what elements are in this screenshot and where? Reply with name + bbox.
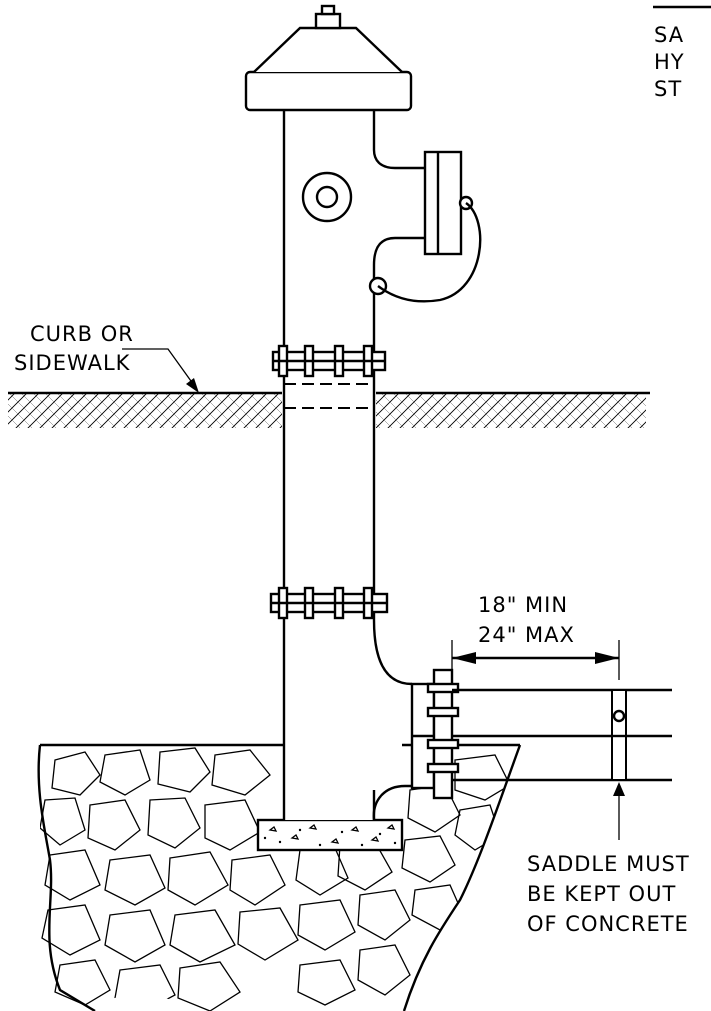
hydrant-barrel xyxy=(282,110,376,820)
min-dimension-label: 18" MIN xyxy=(478,593,568,617)
curb-label-line-1: CURB OR xyxy=(30,322,134,346)
max-dimension-label: 24" MAX xyxy=(478,623,575,647)
saddle-callout: SADDLE MUST BE KEPT OUT OF CONCRETE xyxy=(527,782,690,936)
curb-callout: CURB OR SIDEWALK xyxy=(14,322,199,393)
note-block: SA HY ST xyxy=(653,5,711,101)
note-line-1: SA xyxy=(654,23,684,47)
pumper-nozzle xyxy=(301,149,482,303)
curb-label-line-2: SIDEWALK xyxy=(14,351,131,375)
saddle-label-line-3: OF CONCRETE xyxy=(527,912,689,936)
lateral-pipe xyxy=(452,688,672,782)
saddle-label-line-2: BE KEPT OUT xyxy=(527,882,676,906)
dimension-18-24: 18" MIN 24" MAX xyxy=(451,593,620,680)
grade-flange xyxy=(271,344,387,378)
hydrant-bonnet xyxy=(244,4,413,112)
ground-surface xyxy=(8,391,650,428)
note-line-2: HY xyxy=(654,50,685,74)
note-line-3: ST xyxy=(654,77,682,101)
hydrant-shoe xyxy=(372,619,460,821)
lower-flange xyxy=(269,586,389,620)
concrete-pad xyxy=(256,818,404,852)
saddle-label-line-1: SADDLE MUST xyxy=(527,852,690,876)
